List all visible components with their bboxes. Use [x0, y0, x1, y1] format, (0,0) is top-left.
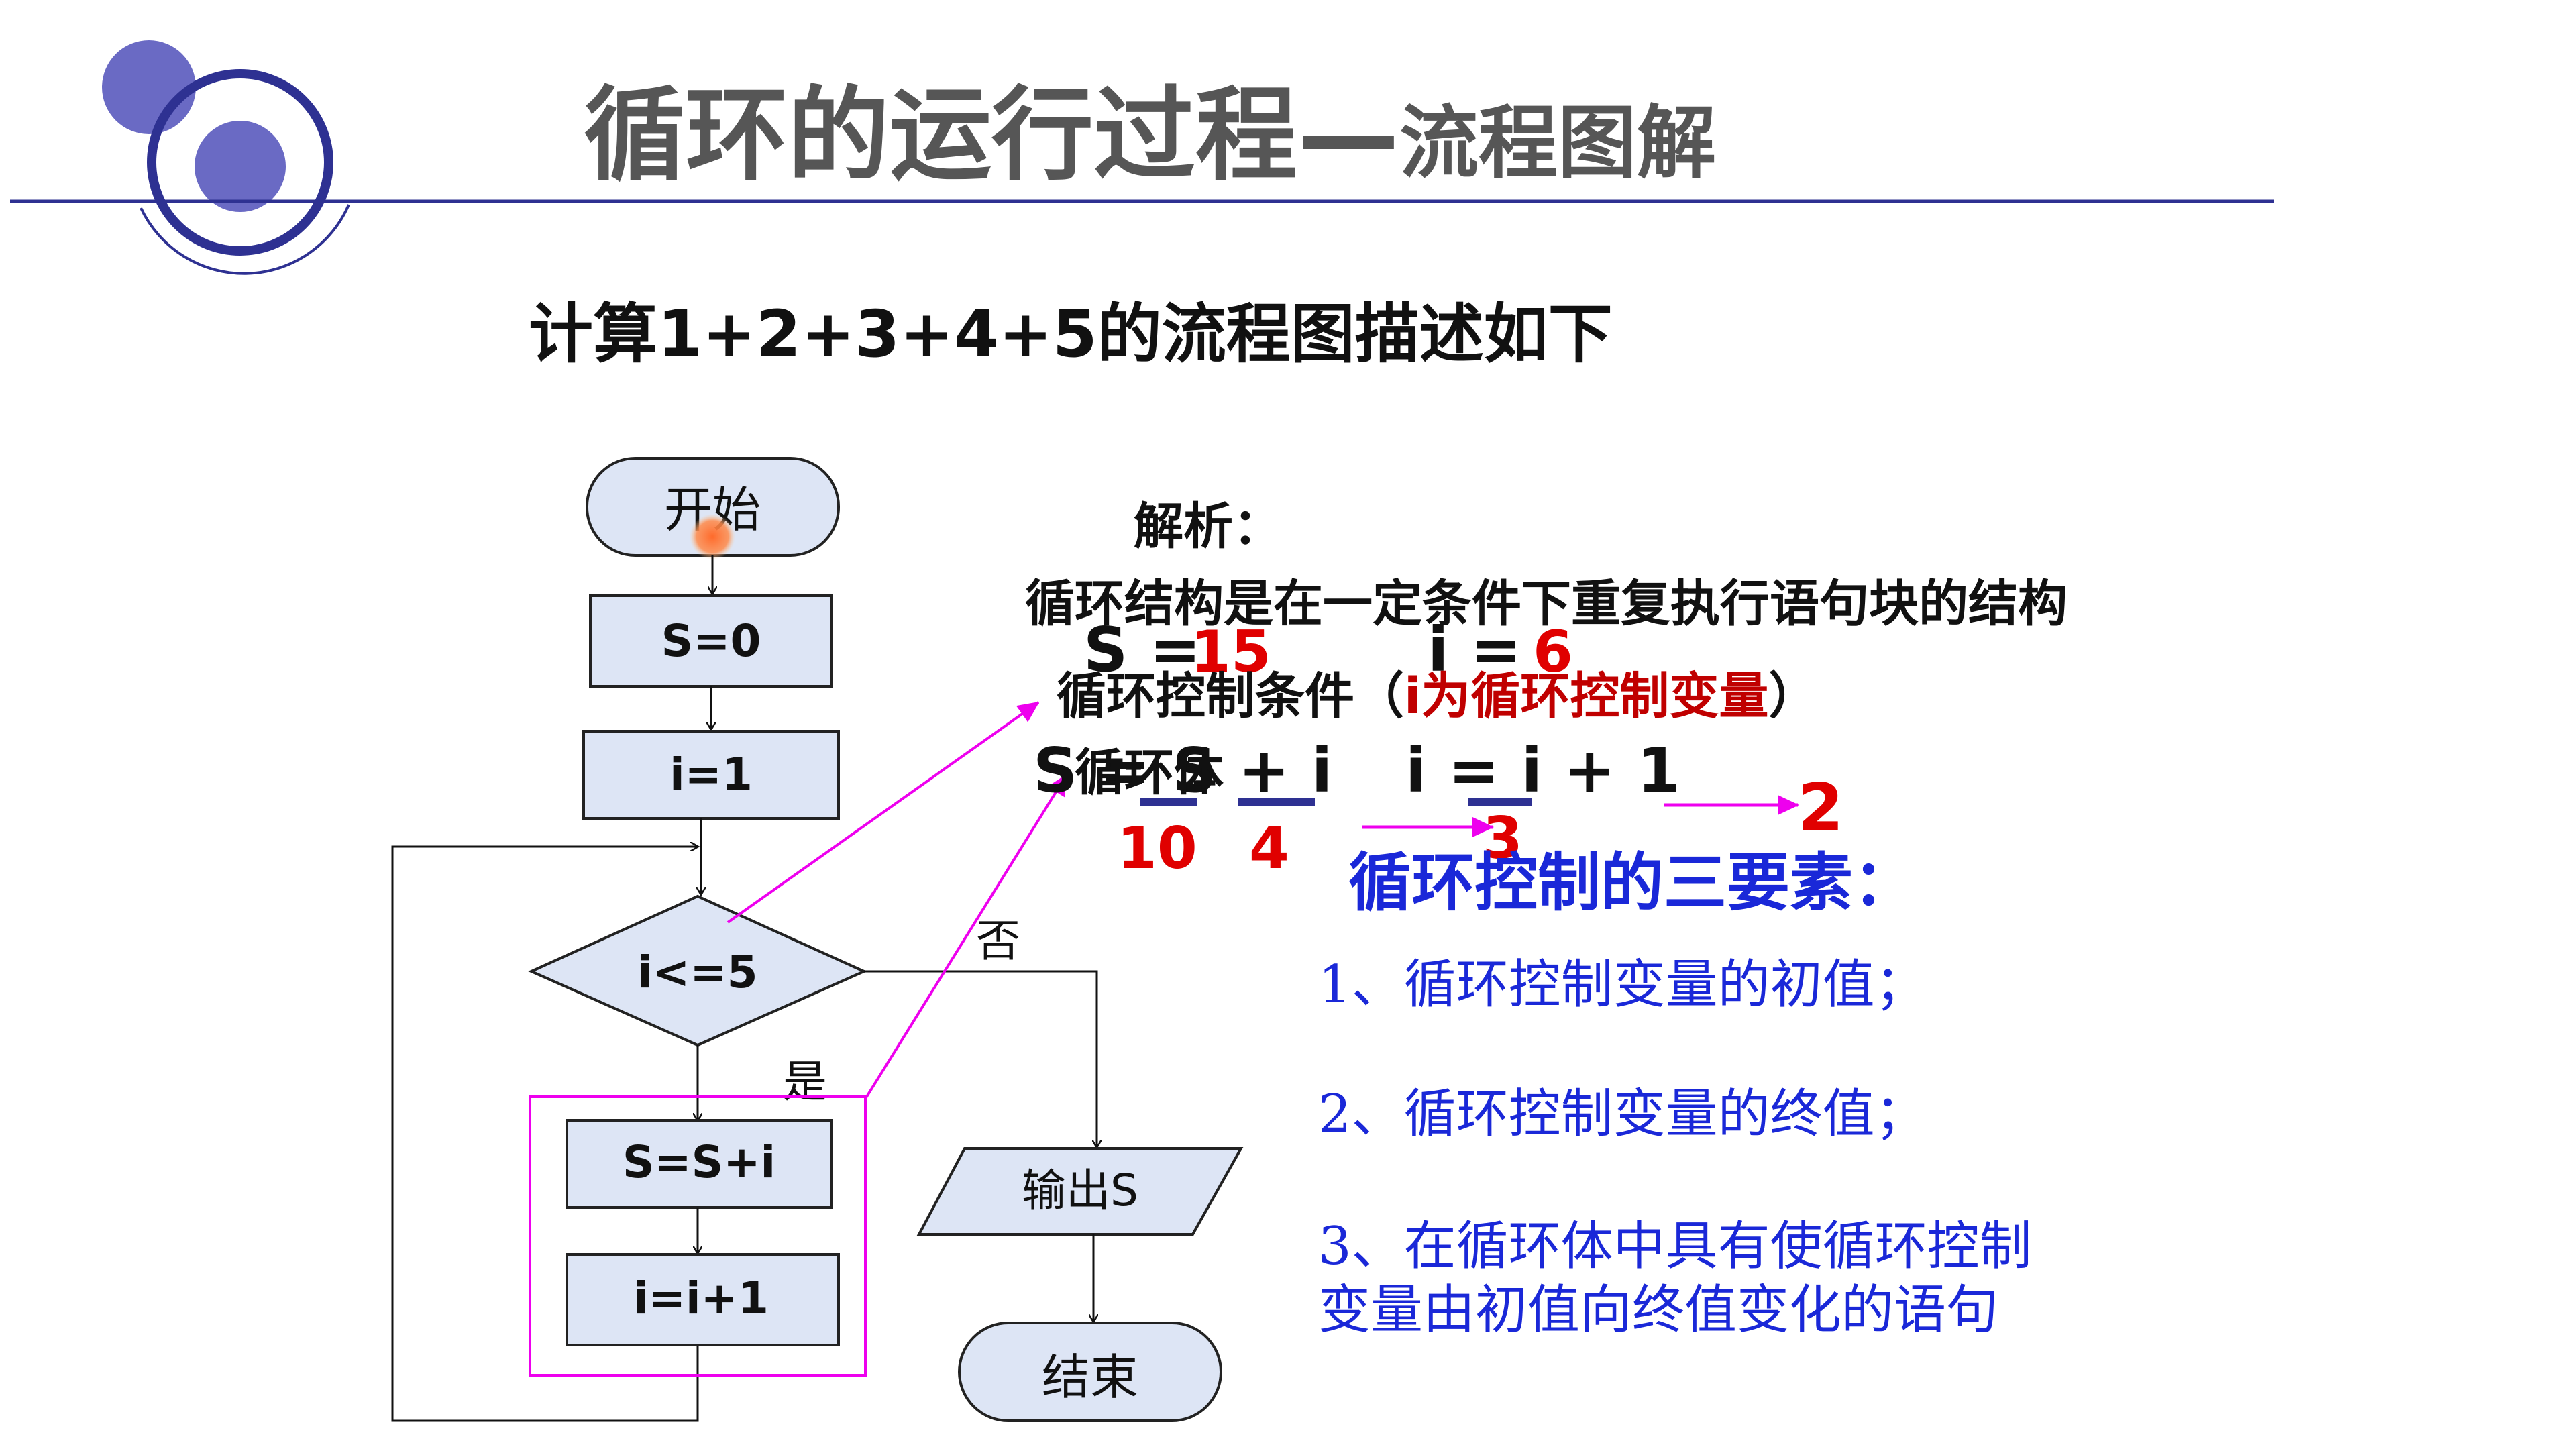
- init-i-label: i=1: [669, 749, 753, 800]
- underline-i-sum: [1238, 798, 1315, 806]
- loop-body-highlight: [529, 1095, 867, 1377]
- title-sub: 流程图解: [1399, 97, 1717, 189]
- line2-suffix: ）: [1768, 667, 1819, 725]
- init-i-node: [582, 730, 840, 820]
- end-node: [958, 1322, 1222, 1422]
- trace-i-under: 4: [1249, 815, 1289, 882]
- analysis-heading: 解析：: [1134, 498, 1283, 555]
- analysis-line2: 循环控制条件（i为循环控制变量）: [1057, 656, 1818, 728]
- trace-i-next: 2: [1798, 770, 1844, 847]
- title-dash: —: [1297, 76, 1399, 195]
- body-inc-label: i=i+1: [633, 1273, 769, 1324]
- decor-ring: [147, 69, 333, 256]
- body-sum-node: [566, 1119, 833, 1209]
- line2-var: i为循环控制变量: [1404, 667, 1769, 725]
- pointer-to-condition-text: [727, 701, 1040, 924]
- underline-s: [1140, 798, 1197, 806]
- three-elements-item1: 1、循环控制变量的初值；: [1318, 955, 1927, 1015]
- end-label: 结束: [1042, 1349, 1138, 1405]
- init-s-node: [589, 594, 833, 688]
- trace-s-label: S =: [1083, 614, 1201, 686]
- loop-back-line: [391, 847, 698, 1422]
- pointer-dot: [690, 514, 735, 559]
- slide-title: 循环的运行过程—流程图解: [584, 79, 1716, 191]
- three-elements-item3-line2: 变量由初值向终值变化的语句: [1318, 1280, 1999, 1340]
- trace-s-under: 10: [1117, 815, 1197, 882]
- three-elements-item2: 2、循环控制变量的终值；: [1318, 1084, 1927, 1144]
- pointer-to-body-text: [864, 773, 1068, 1100]
- body-sum-label: S=S+i: [623, 1136, 775, 1188]
- trace-i-formula: i = i + 1: [1405, 735, 1680, 806]
- decor-large-circle: [195, 121, 286, 212]
- underline-i-inc: [1468, 798, 1532, 806]
- trace-i-value: 6: [1533, 619, 1573, 686]
- output-label: 输出S: [1022, 1165, 1138, 1216]
- three-elements-item3-line1: 3、在循环体中具有使循环控制: [1318, 1216, 2032, 1277]
- yes-label: 是: [783, 1056, 827, 1108]
- analysis-line1: 循环结构是在一定条件下重复执行语句块的结构: [1025, 575, 2068, 633]
- decor-arc: [140, 204, 350, 275]
- condition-label: i<=5: [637, 947, 757, 998]
- trace-s-formula: S = S + i: [1033, 735, 1333, 806]
- trace-s-value: 15: [1191, 619, 1271, 686]
- body-inc-node: [566, 1253, 840, 1346]
- no-label: 否: [976, 915, 1020, 967]
- trace-i-next-under: 3: [1483, 805, 1523, 872]
- output-node: [916, 1147, 1244, 1236]
- analysis-line3: 循环体: [1075, 744, 1224, 802]
- line2-prefix: 循环控制条件（: [1057, 667, 1404, 725]
- init-s-label: S=0: [661, 615, 761, 667]
- title-main: 循环的运行过程: [584, 76, 1297, 195]
- subtitle: 计算1+2+3+4+5的流程图描述如下: [529, 297, 1613, 372]
- three-elements-heading: 循环控制的三要素：: [1348, 847, 1917, 920]
- no-branch-line: [864, 970, 1097, 1147]
- header-decoration: [10, 40, 2274, 275]
- trace-i-label: i =: [1428, 614, 1522, 686]
